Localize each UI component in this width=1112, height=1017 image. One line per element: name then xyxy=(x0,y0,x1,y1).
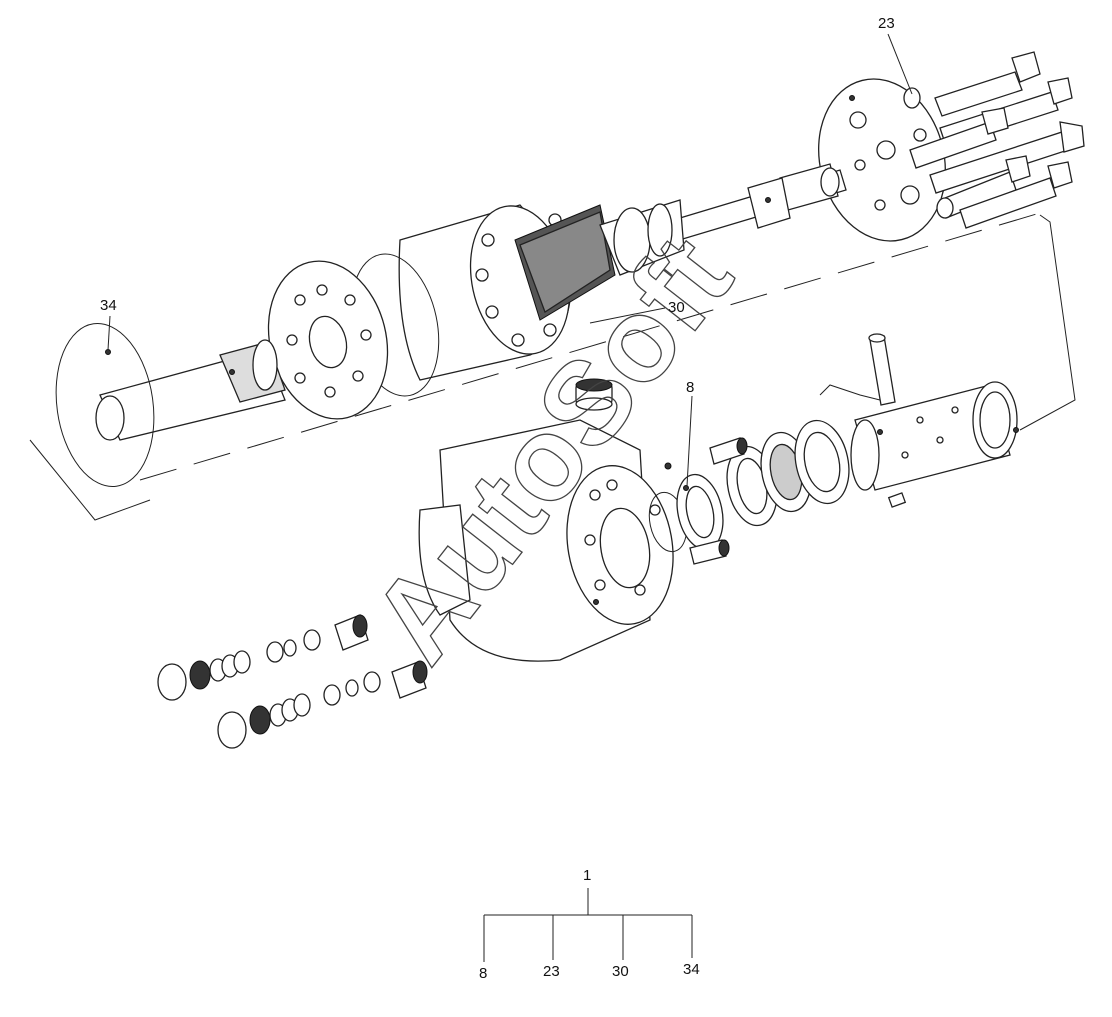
callout-label-34: 34 xyxy=(100,297,117,314)
washer xyxy=(903,87,921,109)
callout-34: 34 xyxy=(100,297,117,351)
pin xyxy=(868,333,896,406)
o-ring-34 xyxy=(55,323,155,487)
set-screw xyxy=(887,492,907,508)
callout-label-8: 8 xyxy=(686,379,694,396)
callout-label-30: 30 xyxy=(668,299,685,316)
spring-clip xyxy=(819,384,881,401)
bolt xyxy=(934,51,1041,117)
bolt xyxy=(929,121,1085,194)
relief-valve-upper xyxy=(157,614,369,701)
bolt xyxy=(909,107,1009,169)
port-plate xyxy=(267,260,389,420)
tree-child-label: 8 xyxy=(479,965,487,982)
callout-8: 8 xyxy=(686,379,694,487)
callout-label-23: 23 xyxy=(878,15,895,32)
tree-child-label: 30 xyxy=(612,963,629,980)
callout-30: 30 xyxy=(589,299,685,324)
bolt xyxy=(959,161,1073,229)
gear-rotor xyxy=(514,199,685,321)
relief-valve-lower xyxy=(217,660,428,749)
assembly-axis-lines xyxy=(29,209,1076,521)
tree-child-label: 34 xyxy=(683,961,700,978)
tree-child-label: 23 xyxy=(543,963,560,980)
valve-spool-body xyxy=(850,381,1019,491)
main-housing xyxy=(418,419,674,662)
rear-cover-plate xyxy=(818,78,946,242)
callout-23: 23 xyxy=(878,15,913,95)
output-shaft xyxy=(95,339,286,441)
drive-shaft xyxy=(639,163,847,251)
screw-plugs xyxy=(664,437,748,565)
bolt-set xyxy=(903,51,1085,229)
assembly-tree: 1 8 23 30 34 xyxy=(479,867,700,982)
plug-cap xyxy=(575,378,613,411)
washer xyxy=(936,197,954,219)
seal-rings-row xyxy=(648,419,850,553)
tree-root-label: 1 xyxy=(583,867,591,884)
